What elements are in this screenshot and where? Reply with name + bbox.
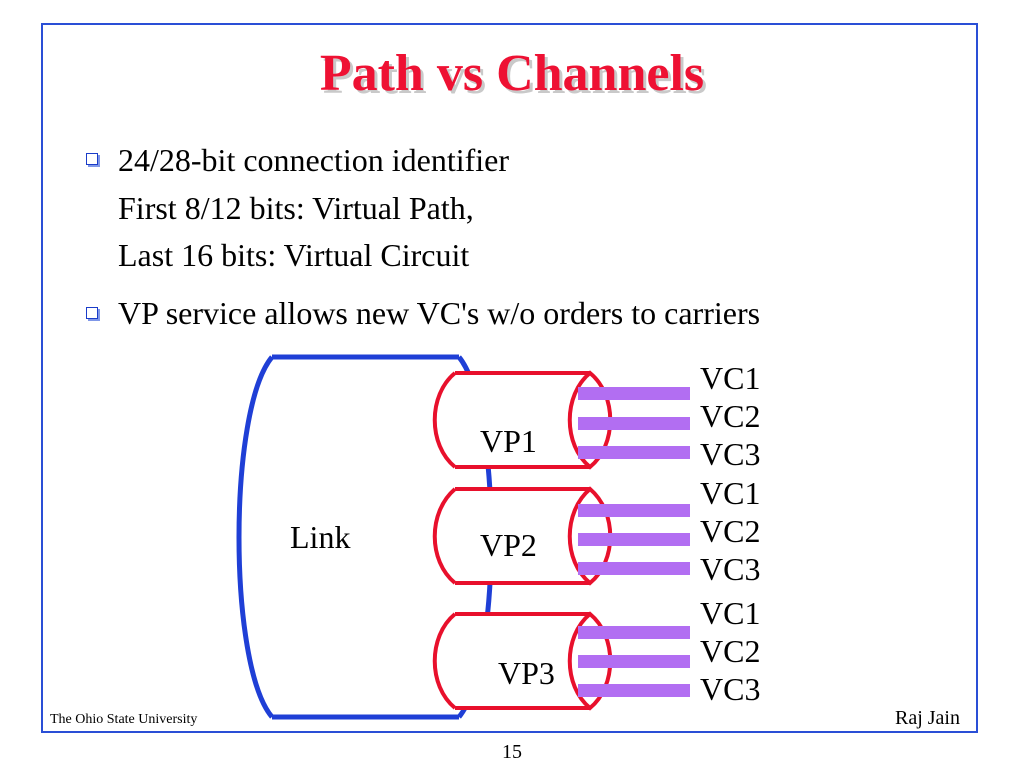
vp2-label: VP2 [480, 527, 537, 563]
vp2-vc1-label: VC1 [700, 475, 760, 511]
vp3-vc1-label: VC1 [700, 595, 760, 631]
bullet-2-line-1: VP service allows new VC's w/o orders to… [118, 295, 761, 331]
vp3-vc2-label: VC2 [700, 633, 760, 669]
slide-title: Path vs Channels [319, 45, 705, 102]
vp2-vc3-label: VC3 [700, 551, 760, 587]
page-number: 15 [502, 741, 522, 763]
bullet-marker [86, 153, 98, 165]
bullet-1-line-3: Last 16 bits: Virtual Circuit [118, 237, 470, 273]
vp2-vc2-line [578, 533, 690, 546]
vp1-channels [578, 387, 690, 459]
vp1-vc1-line [578, 387, 690, 400]
vp3-cylinder [432, 611, 613, 711]
vp3-vc1-line [578, 626, 690, 639]
vp2-vc1-line [578, 504, 690, 517]
vp1-vc3-label: VC3 [700, 436, 760, 472]
link-outline [236, 354, 459, 720]
vp3-vc3-label: VC3 [700, 671, 760, 707]
vp1-label: VP1 [480, 423, 537, 459]
bullet-marker [86, 307, 98, 319]
footer-author: Raj Jain [895, 707, 960, 729]
vp1-cylinder [432, 370, 613, 470]
bullet-1-line-1: 24/28-bit connection identifier [118, 142, 509, 178]
vp2-vc3-line [578, 562, 690, 575]
vp1-vc3-line [578, 446, 690, 459]
vp3-vc2-line [578, 655, 690, 668]
vp3-vc3-line [578, 684, 690, 697]
vp2-vc2-label: VC2 [700, 513, 760, 549]
link-label: Link [290, 519, 350, 555]
vp1-vc1-label: VC1 [700, 360, 760, 396]
bullet-1-line-2: First 8/12 bits: Virtual Path, [118, 190, 474, 226]
vp2-channels [578, 504, 690, 575]
vp1-vc2-line [578, 417, 690, 430]
vp3-channels [578, 626, 690, 697]
vp3-label: VP3 [498, 655, 555, 691]
slide-frame [41, 23, 978, 733]
footer-institution: The Ohio State University [50, 712, 198, 727]
vp1-vc2-label: VC2 [700, 398, 760, 434]
